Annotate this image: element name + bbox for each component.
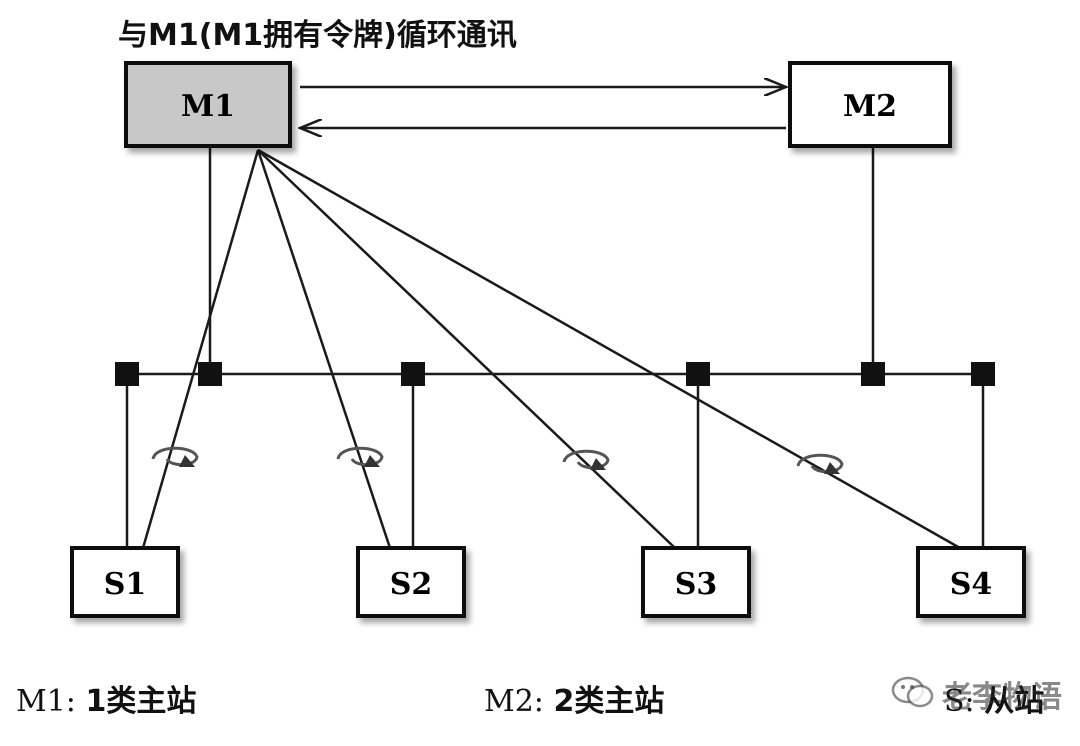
node-m1-label: M1 [181,89,235,124]
bus-junction [861,362,885,386]
legend-s-desc: 从站 [984,684,1045,719]
node-s3: S3 [641,546,751,618]
node-m2-label: M2 [843,89,897,124]
diagram-title: 与M1(M1拥有令牌)循环通讯 [118,18,517,53]
watermark-text: 老李物语 [942,680,1062,715]
node-s4-label: S4 [950,567,993,602]
node-s2-label: S2 [390,567,433,602]
bus-junction [115,362,139,386]
node-s4: S4 [916,546,1026,618]
node-m2: M2 [788,61,952,148]
node-m1: M1 [124,61,292,148]
legend-m1: M1: 1类主站 [16,676,196,720]
node-s3-label: S3 [675,567,718,602]
cycle-arrow-icon [151,446,199,467]
legend-s-code: S: [944,684,975,719]
bus-junction [686,362,710,386]
bus-junction [401,362,425,386]
node-s1: S1 [70,546,180,618]
poll-line-s4 [257,148,961,550]
node-s1-label: S1 [104,567,147,602]
cycle-arrow-icon [336,446,384,467]
legend-m2-desc: 2类主站 [553,684,665,719]
bus-junction [198,362,222,386]
poll-line-s2 [256,149,392,549]
legend-m1-code: M1: [16,684,76,719]
legend-m2-code: M2: [484,684,544,719]
node-s2: S2 [356,546,466,618]
legend-m2: M2: 2类主站 [484,676,664,720]
cycle-arrow-icon [562,449,610,470]
bus-junction [971,362,995,386]
wechat-icon [891,676,934,708]
cycle-arrow-icon [796,453,844,474]
legend-s: S: 从站 [944,676,1044,720]
legend-m1-desc: 1类主站 [85,684,197,719]
poll-line-s1 [141,149,260,549]
poll-line-s3 [257,149,676,549]
